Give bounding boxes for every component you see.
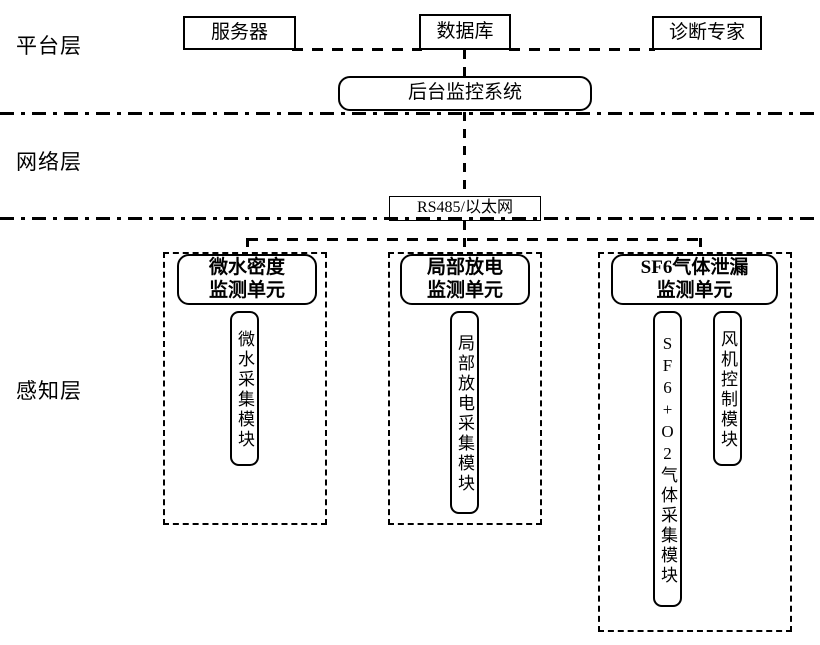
connector-server-to-database (292, 48, 422, 51)
divider-platform-network (0, 112, 820, 115)
divider-network-sensing (0, 217, 820, 220)
backend-monitoring-system-box[interactable]: 后台监控系统 (338, 76, 592, 111)
module-label: SF6+O2气体采集模块 (658, 334, 677, 586)
module-micro-water-acquisition[interactable]: 微水采集模块 (230, 311, 259, 466)
unit-line1: 局部放电 (426, 256, 503, 278)
module-label: 风机控制模块 (718, 329, 737, 450)
network-bus-rs485-ethernet[interactable]: RS485/以太网 (389, 196, 541, 221)
platform-node-server[interactable]: 服务器 (183, 16, 296, 50)
layer-label-platform: 平台层 (16, 34, 82, 58)
unit-line2: 监测单元 (208, 279, 285, 301)
platform-node-expert[interactable]: 诊断专家 (652, 16, 762, 50)
connector-branch-drop-partial-discharge (463, 238, 466, 254)
module-label: 局部放电采集模块 (455, 333, 474, 494)
layer-label-network: 网络层 (16, 150, 82, 174)
connector-database-to-expert (509, 48, 655, 51)
unit-line2: 监测单元 (656, 279, 733, 301)
module-fan-control[interactable]: 风机控制模块 (713, 311, 742, 466)
platform-node-database[interactable]: 数据库 (419, 14, 511, 50)
unit-line1: SF6气体泄漏 (640, 256, 749, 278)
monitoring-unit-sf6-gas-leak[interactable]: SF6气体泄漏 监测单元 (611, 254, 778, 305)
sensing-group-sf6-gas-leak (598, 252, 792, 632)
connector-branch-bar (247, 238, 702, 241)
connector-database-to-backend (463, 50, 466, 76)
connector-bus-to-branch (463, 221, 466, 241)
connector-branch-drop-micro-water (246, 238, 249, 254)
sensing-group-micro-water-density (163, 252, 327, 525)
monitoring-unit-micro-water-density[interactable]: 微水密度 监测单元 (177, 254, 317, 305)
connector-backend-to-bus (463, 112, 466, 198)
module-label: 微水采集模块 (235, 329, 254, 450)
module-partial-discharge-acquisition[interactable]: 局部放电采集模块 (450, 311, 479, 514)
unit-line1: 微水密度 (208, 256, 285, 278)
unit-line2: 监测单元 (426, 279, 503, 301)
monitoring-unit-partial-discharge[interactable]: 局部放电 监测单元 (400, 254, 530, 305)
sensing-group-partial-discharge (388, 252, 542, 525)
layer-label-sensing: 感知层 (16, 379, 82, 403)
module-sf6-o2-gas-acquisition[interactable]: SF6+O2气体采集模块 (653, 311, 682, 607)
connector-branch-drop-sf6 (699, 238, 702, 254)
